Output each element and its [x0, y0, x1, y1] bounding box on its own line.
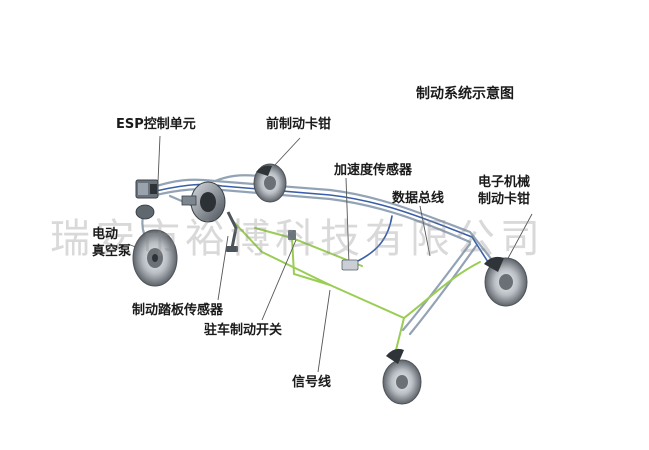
diagram-title: 制动系统示意图: [416, 86, 514, 102]
label-front-caliper: 前制动卡钳: [266, 117, 332, 132]
label-parking-brake-switch: 驻车制动开关: [204, 323, 283, 338]
rear-right-disc: [484, 256, 528, 307]
front-right-disc: [253, 163, 287, 203]
esp-control-unit: [135, 179, 159, 199]
label-data-bus: 数据总线: [392, 191, 445, 206]
label-brake-pedal-sensor: 制动踏板传感器: [132, 303, 224, 318]
label-electronic-caliper: 电子机械 制动卡钳: [478, 175, 531, 207]
label-acceleration-sensor: 加速度传感器: [334, 163, 413, 178]
brake-booster: [181, 181, 226, 223]
rear-left-disc: [382, 348, 422, 405]
label-electric-vacuum-pump: 电动 真空泵: [92, 227, 132, 259]
signal-wires: [231, 219, 481, 351]
label-esp-control-unit: ESP控制单元: [116, 117, 196, 132]
brake-pedal: [226, 211, 238, 252]
label-signal-line: 信号线: [292, 375, 332, 390]
leader-lines: [127, 135, 533, 373]
watermark: 瑞安市裕博科技有限公司: [50, 216, 545, 262]
front-left-disc: [132, 229, 178, 287]
electric-vacuum-pump: [135, 204, 155, 220]
parking-brake-switch: [288, 230, 296, 240]
data-bus-line: [151, 183, 489, 263]
acceleration-sensor: [341, 259, 359, 271]
